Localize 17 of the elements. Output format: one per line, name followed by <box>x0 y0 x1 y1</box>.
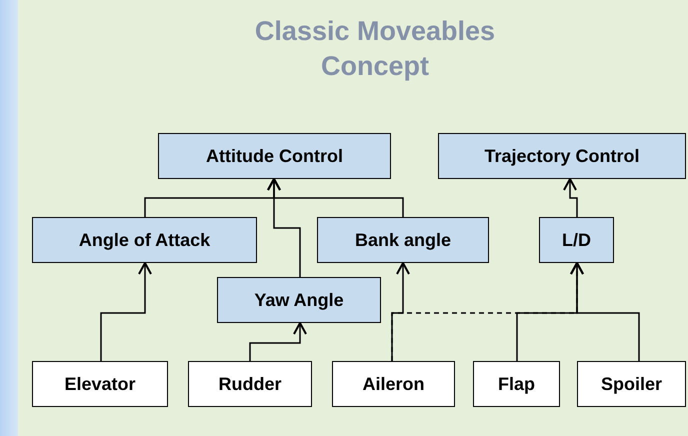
process-box: Trajectory Control <box>438 133 686 179</box>
process-box: Bank angle <box>317 217 489 263</box>
process-box: Rudder <box>188 361 312 407</box>
process-box: Yaw Angle <box>217 277 381 323</box>
process-box: Spoiler <box>577 361 686 407</box>
arrow <box>570 262 640 361</box>
process-box: Flap <box>473 361 560 407</box>
arrow <box>100 262 152 361</box>
process-box: Aileron <box>332 361 455 407</box>
process-box: Elevator <box>32 361 168 407</box>
process-box: L/D <box>539 217 614 263</box>
arrow <box>267 178 301 277</box>
arrow <box>249 322 307 361</box>
process-box: Angle of Attack <box>32 217 257 263</box>
process-box: Attitude Control <box>158 133 391 179</box>
title: Classic Moveables Concept <box>254 15 496 83</box>
arrow <box>563 178 578 217</box>
